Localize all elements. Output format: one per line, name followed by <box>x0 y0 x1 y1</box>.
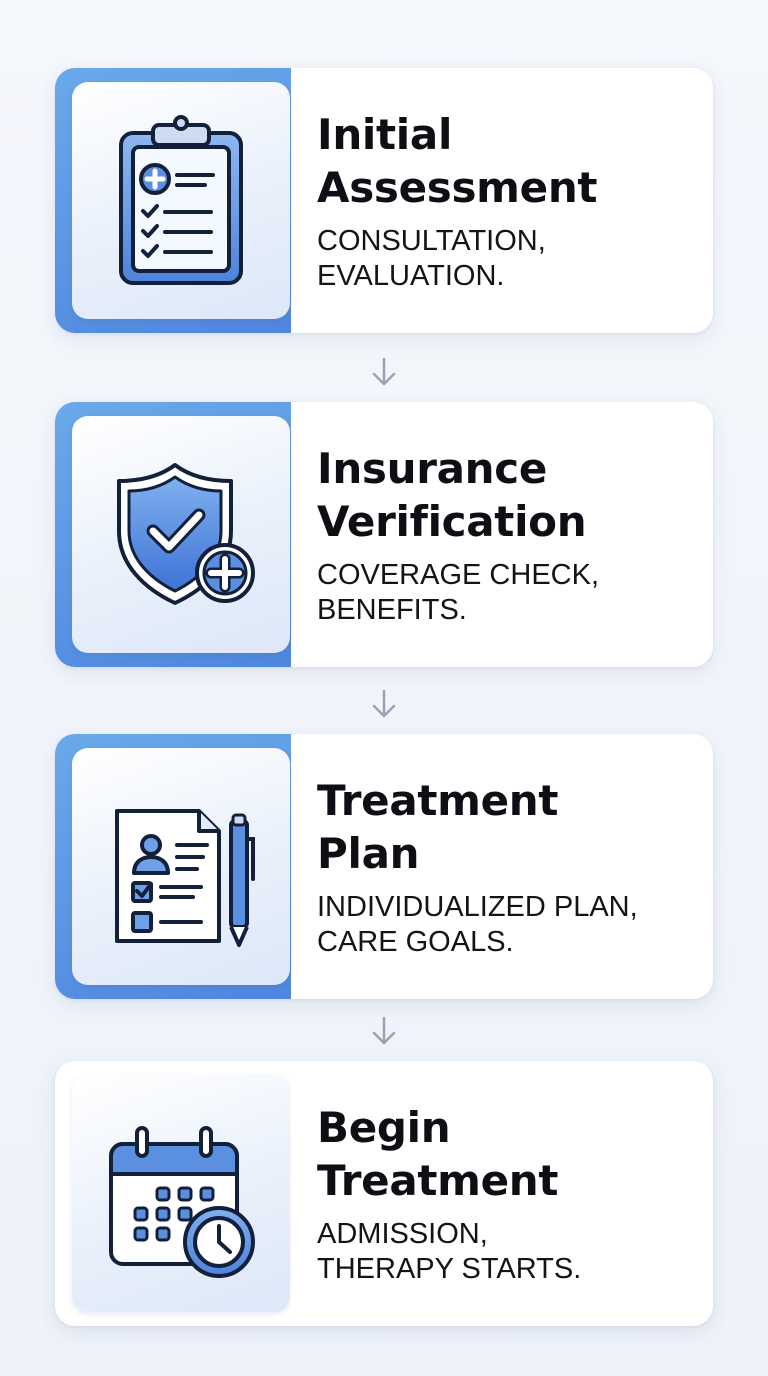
step-title-line2: Plan <box>317 829 420 878</box>
document-pen-icon <box>72 748 290 985</box>
step-title-line2: Treatment <box>317 1156 559 1205</box>
step-title-line1: Begin <box>317 1103 451 1152</box>
step-title-line1: Insurance <box>317 444 548 493</box>
calendar-clock-icon-graphic <box>109 1125 255 1278</box>
down-arrow-icon <box>372 1016 396 1045</box>
step-description-line1: CONSULTATION, <box>317 225 546 257</box>
step-icon-panel <box>55 1061 291 1326</box>
step-description: COVERAGE CHECK, BENEFITS. <box>317 558 697 628</box>
step-icon-panel <box>55 402 291 667</box>
step-description-line2: THERAPY STARTS. <box>317 1253 582 1285</box>
down-arrow-icon <box>372 357 396 386</box>
step-description-line2: CARE GOALS. <box>317 926 514 958</box>
down-arrow-icon <box>372 689 396 718</box>
step-icon-panel <box>55 734 291 999</box>
step-title: Insurance Verification <box>317 442 697 548</box>
step-description-line1: INDIVIDUALIZED PLAN, <box>317 891 638 923</box>
step-title: Treatment Plan <box>317 774 697 880</box>
shield-check-icon-graphic <box>117 462 255 605</box>
step-description-line1: ADMISSION, <box>317 1218 488 1250</box>
step-card-begin-treatment: Begin Treatment ADMISSION, THERAPY START… <box>55 1061 713 1326</box>
step-description: ADMISSION, THERAPY STARTS. <box>317 1217 697 1287</box>
clipboard-medical-icon <box>72 82 290 319</box>
step-card-treatment-plan: Treatment Plan INDIVIDUALIZED PLAN, CARE… <box>55 734 713 999</box>
step-card-initial-assessment: Initial Assessment CONSULTATION, EVALUAT… <box>55 68 713 333</box>
clipboard-medical-icon-graphic <box>119 114 243 285</box>
step-description-line1: COVERAGE CHECK, <box>317 559 599 591</box>
step-icon-panel <box>55 68 291 333</box>
step-title: Begin Treatment <box>317 1101 697 1207</box>
document-pen-icon-graphic <box>115 808 255 947</box>
step-title: Initial Assessment <box>317 108 697 214</box>
step-title-line2: Verification <box>317 497 587 546</box>
shield-check-icon <box>72 416 290 653</box>
step-title-line1: Treatment <box>317 776 559 825</box>
step-description: CONSULTATION, EVALUATION. <box>317 224 697 294</box>
step-description: INDIVIDUALIZED PLAN, CARE GOALS. <box>317 890 697 960</box>
step-title-line2: Assessment <box>317 163 598 212</box>
step-description-line2: EVALUATION. <box>317 260 505 292</box>
calendar-clock-icon <box>72 1075 290 1312</box>
step-title-line1: Initial <box>317 110 453 159</box>
step-description-line2: BENEFITS. <box>317 594 467 626</box>
step-card-insurance-verification: Insurance Verification COVERAGE CHECK, B… <box>55 402 713 667</box>
